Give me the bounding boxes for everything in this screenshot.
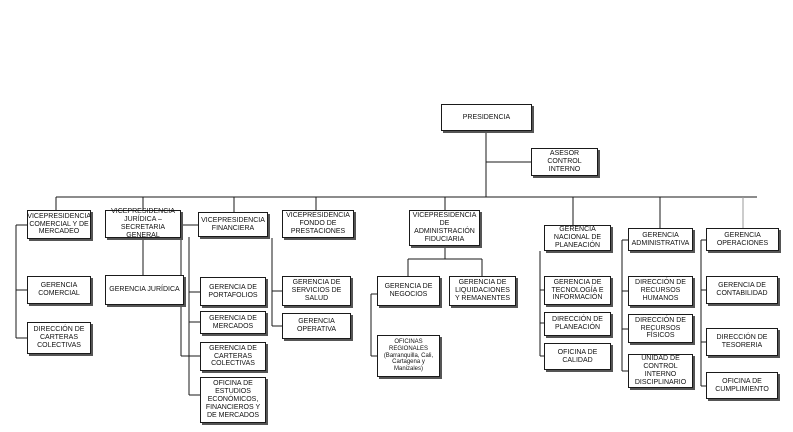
- unidad-control-interno-box: UNIDAD DE CONTROL INTERNO DISCIPLINARIO: [628, 354, 693, 388]
- gerencia-negocios-box: GERENCIA DE NEGOCIOS: [377, 276, 440, 306]
- gerencia-nacional-planeacion-box: GERENCIA NACIONAL DE PLANEACIÓN: [544, 225, 611, 251]
- vp-comercial-box: VICEPRESIDENCIA COMERCIAL Y DE MERCADEO: [27, 210, 91, 239]
- direccion-tesoreria-box: DIRECCIÓN DE TESORERIA: [706, 328, 778, 356]
- asesor-control-interno-box: ASESOR CONTROL INTERNO: [531, 148, 598, 176]
- gerencia-carteras-colectivas-box: GERENCIA DE CARTERAS COLECTIVAS: [200, 342, 266, 371]
- gerencia-operaciones-box: GERENCIA OPERACIONES: [706, 228, 779, 251]
- oficina-estudios-economicos-box: OFICINA DE ESTUDIOS ECONÓMICOS, FINANCIE…: [200, 377, 266, 423]
- vp-financiera-box: VICEPRESIDENCIA FINANCIERA: [198, 212, 268, 237]
- gerencia-comercial-box: GERENCIA COMERCIAL: [27, 276, 91, 304]
- presidencia-box: PRESIDENCIA: [441, 104, 532, 131]
- oficina-cumplimiento-box: OFICINA DE CUMPLIMIENTO: [706, 372, 778, 399]
- direccion-carteras-colectivas-box: DIRECCIÓN DE CARTERAS COLECTIVAS: [27, 322, 91, 354]
- gerencia-portafolios-box: GERENCIA DE PORTAFOLIOS: [200, 277, 266, 306]
- direccion-recursos-fisicos-box: DIRECCIÓN DE RECURSOS FÍSICOS: [628, 314, 693, 343]
- direccion-recursos-humanos-box: DIRECCIÓN DE RECURSOS HUMANOS: [628, 276, 693, 306]
- vp-fondo-prestaciones-box: VICEPRESIDENCIA FONDO DE PRESTACIONES: [282, 210, 354, 238]
- vp-juridica-box: VICEPRESIDENCIA JURÍDICA – SECRETARIA GE…: [105, 208, 181, 239]
- gerencia-operativa-box: GERENCIA OPERATIVA: [282, 313, 351, 339]
- oficina-calidad-box: OFICINA DE CALIDAD: [544, 343, 611, 370]
- direccion-planeacion-box: DIRECCIÓN DE PLANEACIÓN: [544, 312, 611, 336]
- gerencia-tecnologia-box: GERENCIA DE TECNOLOGÍA E INFORMACIÓN: [544, 276, 611, 305]
- gerencia-administrativa-box: GERENCIA ADMINISTRATIVA: [628, 228, 693, 251]
- oficinas-regionales-box: OFICINAS REGIONALES (Barranquilla, Cali,…: [377, 335, 440, 377]
- vp-fiduciaria-box: VICEPRESIDENCIA DE ADMINISTRACIÓN FIDUCI…: [409, 210, 480, 246]
- gerencia-juridica-box: GERENCIA JURÍDICA: [105, 275, 184, 305]
- gerencia-mercados-box: GERENCIA DE MERCADOS: [200, 311, 266, 334]
- gerencia-servicios-salud-box: GERENCIA DE SERVICIOS DE SALUD: [282, 276, 351, 306]
- gerencia-contabilidad-box: GERENCIA DE CONTABILIDAD: [706, 276, 778, 304]
- gerencia-liquidaciones-box: GERENCIA DE LIQUIDACIONES Y REMANENTES: [449, 276, 516, 306]
